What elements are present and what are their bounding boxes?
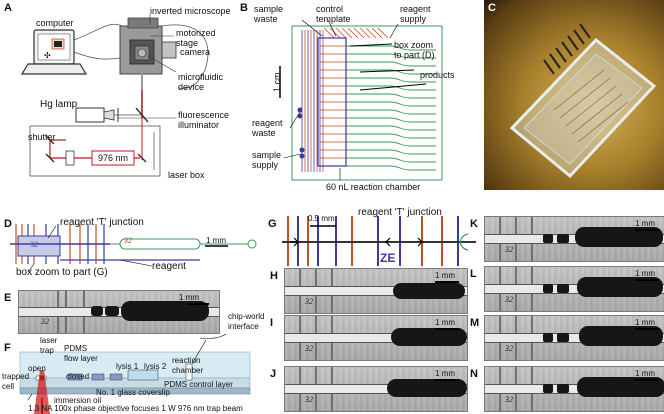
tag-32-m: 32 xyxy=(505,344,513,353)
tag-32-j: 32 xyxy=(305,395,313,404)
panel-label-c: C xyxy=(488,2,496,14)
camera-label: camera xyxy=(180,47,211,57)
micrograph-m: 32 1 mm xyxy=(484,315,664,361)
scale-e-label: 1 mm xyxy=(179,293,199,302)
panel-label-h: H xyxy=(270,270,278,282)
tag-32-i: 32 xyxy=(305,344,313,353)
laser-wavelength-label: 976 nm xyxy=(98,153,129,163)
panel-label-l: L xyxy=(470,268,477,280)
micrograph-j: 32 1 mm xyxy=(284,366,468,412)
tag-32-k: 32 xyxy=(505,245,513,254)
panel-g-diagram: ZE xyxy=(282,216,476,266)
reaction-chamber-60nl-label: 60 nL reaction chamber xyxy=(326,182,421,192)
panel-label-f: F xyxy=(4,342,11,354)
micrograph-i: 32 1 mm xyxy=(284,315,468,361)
pdms-flow-layer-label: PDMS flow layer xyxy=(64,344,98,363)
scale-d-label: 1 mm xyxy=(206,236,226,245)
scale-bar-i xyxy=(435,328,459,330)
reagent-supply-label: reagent supply xyxy=(400,4,431,24)
immersion-oil-label: immersion oil xyxy=(54,396,102,405)
laser-box-label: laser box xyxy=(168,170,205,180)
reagent-label: reagent xyxy=(152,261,186,272)
trapped-cell-label: trapped cell xyxy=(2,372,30,391)
scale-h-label: 1 mm xyxy=(435,271,455,280)
micrograph-h: 32 1 mm xyxy=(284,268,468,314)
lysis2-label: lysis 2 xyxy=(144,362,167,371)
hg-lamp-label: Hg lamp xyxy=(40,99,78,110)
scale-bar-n xyxy=(635,379,659,381)
tag-32-d-right: 32 xyxy=(124,236,132,245)
panel-label-n: N xyxy=(470,368,478,380)
scale-bar-e xyxy=(187,303,209,305)
panel-label-i: I xyxy=(270,317,274,329)
pdms-control-layer-label: PDMS control layer xyxy=(164,380,233,389)
panel-label-k: K xyxy=(470,218,478,230)
panel-label-g: G xyxy=(268,218,277,230)
micrograph-l: 32 1 mm xyxy=(484,266,664,312)
shutter-label: shutter xyxy=(28,132,56,142)
tag-32-d-left: 32 xyxy=(30,240,38,249)
micrograph-k: 32 1 mm xyxy=(484,216,664,262)
closed-label: closed xyxy=(66,372,90,381)
scale-k-label: 1 mm xyxy=(635,219,655,228)
tag-32-n: 32 xyxy=(505,395,513,404)
micrograph-e: 32 1 mm xyxy=(18,290,220,334)
scale-bar-l xyxy=(635,279,659,281)
sample-waste-label: sample waste xyxy=(254,4,284,24)
scale-m-label: 1 mm xyxy=(635,318,655,327)
reagent-t-junction-d-label: reagent 'T' junction xyxy=(60,217,144,228)
open-label: open xyxy=(28,364,46,373)
scale-g-label: 0.5 mm xyxy=(308,214,335,223)
box-zoom-g-label: box zoom to part (G) xyxy=(16,267,108,278)
reagent-t-junction-g-label: reagent 'T' junction xyxy=(358,207,442,218)
scale-j-label: 1 mm xyxy=(435,369,455,378)
panel-a-diagram: ✣ xyxy=(20,14,209,177)
svg-text:✣: ✣ xyxy=(44,51,51,60)
objective-label: 1.3 NA 100x phase objective focuses 1 W … xyxy=(28,404,243,413)
scale-bar-h xyxy=(435,281,459,283)
chip-photo xyxy=(484,0,664,190)
microfluidic-device-label: microfluidic device xyxy=(178,72,224,92)
fluorescence-illuminator-label: fluorescence illuminator xyxy=(178,110,230,130)
scale-n-label: 1 mm xyxy=(635,369,655,378)
tag-32-e: 32 xyxy=(41,317,49,326)
reagent-waste-label: reagent waste xyxy=(252,118,283,138)
chip-world-interface-label: chip-world interface xyxy=(228,312,265,331)
scale-1cm-label: 1 cm xyxy=(272,72,282,92)
panel-b-chip-layout xyxy=(279,19,443,181)
scale-bar-j xyxy=(435,379,459,381)
scale-bar-k xyxy=(635,229,659,231)
panel-label-d: D xyxy=(4,218,12,230)
scale-bar-m xyxy=(635,328,659,330)
laser-trap-label: laser trap xyxy=(40,336,58,355)
products-label: products xyxy=(420,70,455,80)
scale-l-label: 1 mm xyxy=(635,269,655,278)
inverted-microscope-label: inverted microscope xyxy=(150,6,231,16)
panel-d-diagram xyxy=(10,224,257,273)
coverslip-label: No. 1 glass coverslip xyxy=(96,388,170,397)
panel-label-b: B xyxy=(240,2,248,14)
reaction-chamber-f-label: reaction chamber xyxy=(172,356,204,375)
lysis1-label: lysis 1 xyxy=(116,362,139,371)
micrograph-n: 32 1 mm xyxy=(484,366,664,412)
tag-32-h: 32 xyxy=(305,297,313,306)
panel-label-a: A xyxy=(4,2,12,14)
computer-label: computer xyxy=(36,18,74,28)
motorized-stage-label: motorized stage xyxy=(176,28,216,48)
panel-label-e: E xyxy=(4,292,12,304)
sample-supply-label: sample supply xyxy=(252,150,282,170)
scale-i-label: 1 mm xyxy=(435,318,455,327)
box-zoom-d-label: box zoom to part (D) xyxy=(394,40,435,60)
tag-32-l: 32 xyxy=(505,295,513,304)
control-template-label: control template xyxy=(316,4,351,24)
panel-label-j: J xyxy=(270,368,277,380)
svg-text:ZE: ZE xyxy=(380,251,395,265)
panel-label-m: M xyxy=(470,317,480,329)
panel-f-cross-section xyxy=(19,334,251,414)
